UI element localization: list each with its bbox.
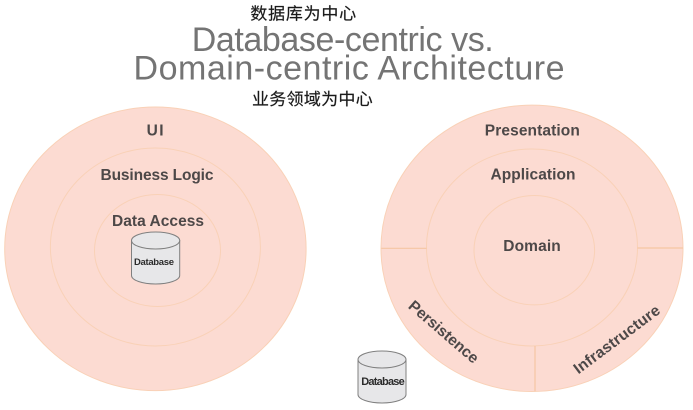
svg-text:Application: Application (491, 167, 576, 184)
svg-text:UI: UI (147, 123, 164, 140)
svg-text:Database-centric vs.: Database-centric vs. (192, 21, 494, 59)
svg-text:Business Logic: Business Logic (101, 167, 214, 184)
svg-text:Database: Database (134, 257, 174, 268)
svg-text:Presentation: Presentation (485, 123, 580, 140)
svg-text:Domain: Domain (503, 238, 561, 255)
svg-text:Database: Database (361, 376, 405, 388)
svg-text:Domain-centric Architecture: Domain-centric Architecture (134, 50, 565, 88)
svg-text:Data Access: Data Access (112, 213, 204, 230)
